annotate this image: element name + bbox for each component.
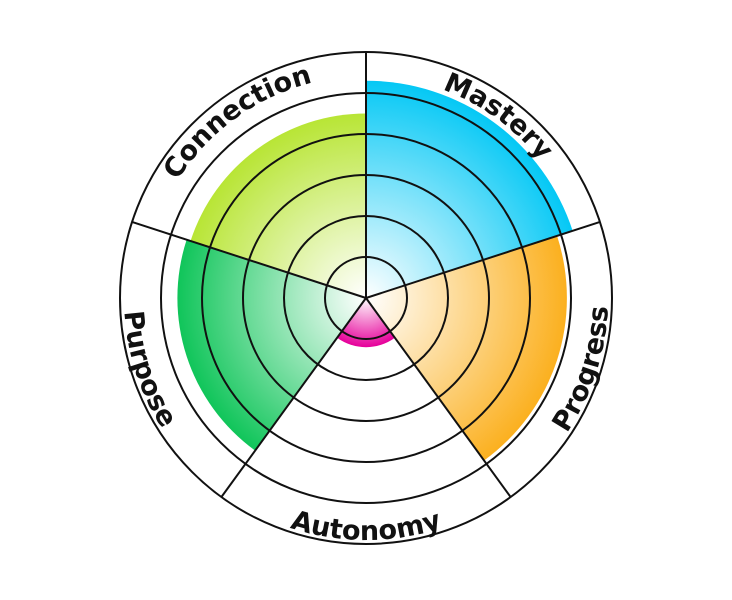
- label-autonomy: Autonomy: [288, 505, 445, 547]
- wedge-autonomy: [337, 298, 395, 348]
- wedge-connection: [190, 113, 366, 298]
- spoke-4: [220, 297, 367, 498]
- spoke-2: [365, 221, 601, 299]
- spoke-3: [365, 297, 512, 498]
- spoke-5: [131, 221, 367, 299]
- wedge-progress: [366, 235, 567, 461]
- wedge-purpose: [177, 239, 366, 451]
- label-purpose: Purpose: [117, 309, 183, 432]
- grid-layer: [119, 51, 613, 545]
